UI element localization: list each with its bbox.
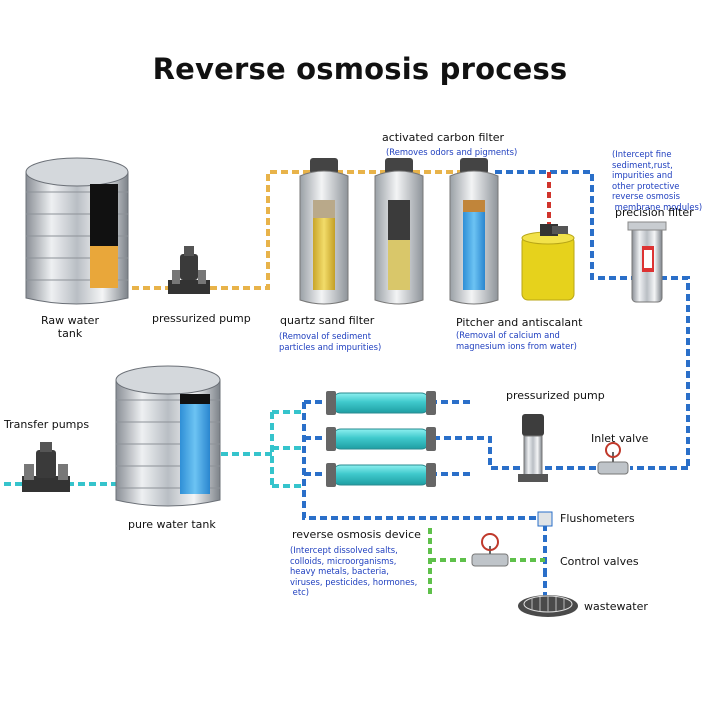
raw-water-tank-label: Raw water tank [30, 314, 110, 340]
precision-filter-note: (Intercept fine sediment,rust, impuritie… [612, 149, 703, 212]
activated-carbon-filter-vessel [374, 158, 424, 305]
reverse-osmosis-device-label: reverse osmosis device [292, 528, 421, 541]
pitcher-antiscalant-note: (Removal of calcium and magnesium ions f… [456, 330, 577, 351]
inlet-valve [597, 442, 629, 475]
precision-filter-housing [627, 221, 667, 303]
green-concentrate-pipe [428, 528, 545, 596]
reverse-osmosis-membranes [326, 391, 436, 487]
flushometer [537, 511, 553, 527]
quartz-sand-filter-note: (Removal of sediment particles and impur… [279, 331, 382, 352]
softener-filter-vessel [449, 158, 499, 305]
pressurized-pump-right-label: pressurized pump [506, 389, 605, 402]
control-valve [471, 533, 509, 567]
raw-water-tank [25, 157, 129, 305]
blue-pipe-pretreatment [430, 170, 690, 476]
wastewater-drain [518, 595, 578, 617]
activated-carbon-filter-label: activated carbon filter [382, 131, 505, 144]
raw-water-tank-label-line-2: tank [57, 327, 83, 340]
raw-water-tank-label-line-1: Raw water [41, 314, 99, 327]
pure-water-tank-label: pure water tank [128, 518, 216, 531]
wastewater-label: wastewater [584, 600, 648, 613]
reverse-osmosis-device-note: (Intercept dissolved salts, colloids, mi… [290, 545, 418, 597]
transfer-pumps-label: Transfer pumps [4, 418, 90, 431]
pitcher-antiscalant-label: Pitcher and antiscalant [456, 316, 583, 329]
control-valves-label: Control valves [560, 555, 639, 568]
pressurized-pump-top [168, 246, 210, 294]
inlet-valve-label: Inlet valve [591, 432, 649, 445]
precision-filter-label: precision filter [615, 206, 694, 219]
transfer-pump [22, 442, 70, 492]
diagram-title: Reverse osmosis process [152, 52, 568, 86]
activated-carbon-filter-note: (Removes odors and pigments) [386, 147, 518, 157]
pressurized-pump-top-label: pressurized pump [152, 312, 251, 325]
quartz-sand-filter-vessel [299, 158, 349, 305]
pure-water-tank [115, 365, 221, 507]
cyan-product-pipe [2, 410, 304, 488]
antiscalant-pitcher [521, 224, 575, 301]
flushometers-label: Flushometers [560, 512, 635, 525]
pressurized-pump-vertical [518, 414, 548, 482]
quartz-sand-filter-label: quartz sand filter [280, 314, 375, 327]
